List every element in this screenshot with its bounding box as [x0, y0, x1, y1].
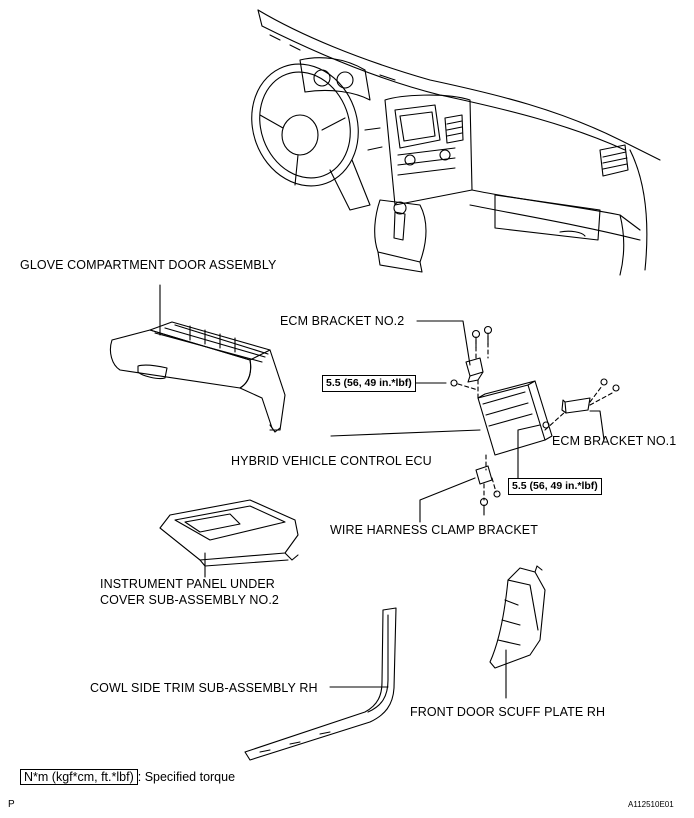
- ecm-bracket-no2-label: ECM BRACKET NO.2: [280, 314, 405, 328]
- torque-spec-box-left: 5.5 (56, 49 in.*lbf): [322, 375, 416, 392]
- ecm-bracket-no1-illustration: [542, 378, 620, 429]
- ecm-bracket-no1-label: ECM BRACKET NO.1: [552, 434, 677, 448]
- ecm-bracket-no2-illustration: [450, 325, 493, 387]
- wire-harness-clamp-illustration: [475, 465, 501, 516]
- glove-compartment-door-illustration: [109, 321, 286, 433]
- under-cover-label-line2: COVER SUB-ASSEMBLY NO.2: [100, 593, 279, 607]
- glove-compartment-door-label: GLOVE COMPARTMENT DOOR ASSEMBLY: [20, 258, 277, 272]
- under-cover-label-line1: INSTRUMENT PANEL UNDER: [100, 577, 275, 591]
- torque-legend: N*m (kgf*cm, ft.*lbf): Specified torque: [20, 769, 236, 785]
- leader-lines: [159, 284, 605, 699]
- wire-harness-clamp-bracket-label: WIRE HARNESS CLAMP BRACKET: [330, 523, 538, 537]
- scuff-plate-illustration: [489, 565, 546, 669]
- dashboard-illustration: [251, 9, 661, 276]
- legend-unit-box: N*m (kgf*cm, ft.*lbf): [20, 769, 138, 785]
- torque-spec-box-right: 5.5 (56, 49 in.*lbf): [508, 478, 602, 495]
- cowl-side-trim-label: COWL SIDE TRIM SUB-ASSEMBLY RH: [90, 681, 318, 695]
- cowl-side-trim-illustration: [244, 607, 397, 761]
- legend-description: : Specified torque: [137, 770, 236, 784]
- hybrid-ecu-illustration: [477, 380, 553, 456]
- figure-code: A112510E01: [628, 800, 674, 809]
- assembly-guide-lines: [457, 335, 615, 501]
- hybrid-vehicle-control-ecu-label: HYBRID VEHICLE CONTROL ECU: [231, 454, 432, 468]
- front-door-scuff-plate-label: FRONT DOOR SCUFF PLATE RH: [410, 705, 606, 719]
- corner-letter: P: [8, 799, 15, 810]
- under-cover-illustration: [159, 499, 299, 567]
